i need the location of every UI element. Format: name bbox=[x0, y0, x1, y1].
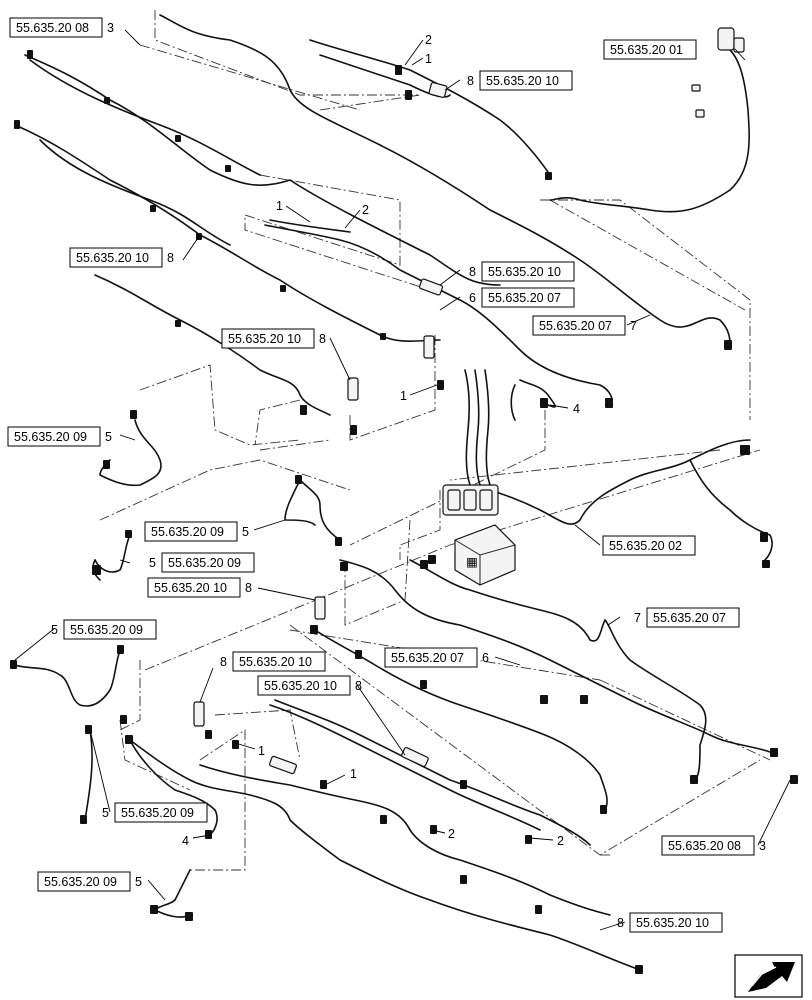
ref-code: 55.635.20 10 bbox=[154, 581, 227, 595]
ref-code: 55.635.20 09 bbox=[70, 623, 143, 637]
item-number: 5 bbox=[51, 623, 58, 637]
ref-label: 55.635.20 07 7 bbox=[532, 315, 637, 336]
ref-code: 55.635.20 09 bbox=[14, 430, 87, 444]
item-number: 6 bbox=[482, 651, 489, 665]
ref-label: 55.635.20 10 8 bbox=[220, 651, 326, 672]
item-number: 5 bbox=[105, 430, 112, 444]
ref-code: 55.635.20 09 bbox=[168, 556, 241, 570]
harness-wires bbox=[14, 14, 773, 971]
ref-label: 55.635.20 09 5 bbox=[144, 521, 249, 542]
item-number: 8 bbox=[245, 581, 252, 595]
item-number: 7 bbox=[634, 611, 641, 625]
callout-number: 2 bbox=[425, 33, 432, 47]
item-number: 8 bbox=[469, 265, 476, 279]
ref-code: 55.635.20 08 bbox=[668, 839, 741, 853]
ref-code: 55.635.20 10 bbox=[239, 655, 312, 669]
callout-number: 2 bbox=[557, 834, 564, 848]
ref-code: 55.635.20 09 bbox=[151, 525, 224, 539]
ref-label: 55.635.20 10 8 bbox=[221, 328, 326, 349]
item-number: 8 bbox=[617, 916, 624, 930]
item-number: 5 bbox=[242, 525, 249, 539]
ref-label: 55.635.20 09 5 bbox=[37, 871, 142, 892]
ref-code: 55.635.20 10 bbox=[76, 251, 149, 265]
ref-code: 55.635.20 07 bbox=[539, 319, 612, 333]
ref-label: 55.635.20 08 3 bbox=[9, 17, 114, 38]
item-number: 8 bbox=[319, 332, 326, 346]
ref-code: 55.635.20 07 bbox=[391, 651, 464, 665]
ref-label: 55.635.20 10 8 bbox=[467, 70, 573, 91]
ref-code: 55.635.20 10 bbox=[264, 679, 337, 693]
item-number: 5 bbox=[135, 875, 142, 889]
direction-arrow-icon bbox=[748, 962, 795, 992]
item-number: 3 bbox=[759, 839, 766, 853]
assembly-outline-lines bbox=[99, 10, 771, 871]
item-number: 8 bbox=[467, 74, 474, 88]
ref-code: 55.635.20 01 bbox=[610, 43, 683, 57]
callout-number: 2 bbox=[448, 827, 455, 841]
ref-code: 55.635.20 10 bbox=[228, 332, 301, 346]
ref-label: 55.635.20 02 bbox=[602, 535, 696, 556]
ref-code: 55.635.20 09 bbox=[44, 875, 117, 889]
ref-label: 55.635.20 07 6 bbox=[384, 647, 489, 668]
ref-label: 55.635.20 10 8 bbox=[69, 247, 174, 268]
ref-label: 55.635.20 09 5 bbox=[149, 552, 255, 573]
ref-code: 55.635.20 08 bbox=[16, 21, 89, 35]
ref-code: 55.635.20 09 bbox=[121, 806, 194, 820]
ref-label: 55.635.20 09 5 bbox=[102, 802, 208, 823]
ref-label: 55.635.20 07 7 bbox=[634, 607, 740, 628]
item-number: 6 bbox=[469, 291, 476, 305]
ref-label: 55.635.20 10 8 bbox=[147, 577, 252, 598]
ref-label: 55.635.20 07 6 bbox=[469, 287, 575, 308]
ref-label: 55.635.20 10 8 bbox=[617, 912, 723, 933]
callout-number: 1 bbox=[425, 52, 432, 66]
ref-label: 55.635.20 09 5 bbox=[7, 426, 112, 447]
item-number: 8 bbox=[167, 251, 174, 265]
ref-label: 55.635.20 10 8 bbox=[257, 675, 362, 696]
callout-number: 2 bbox=[362, 203, 369, 217]
callout-number: 4 bbox=[573, 402, 580, 416]
item-number: 8 bbox=[355, 679, 362, 693]
ref-label: 55.635.20 01 bbox=[603, 39, 697, 60]
ref-code: 55.635.20 10 bbox=[636, 916, 709, 930]
controller-label-mark: ▦ bbox=[466, 555, 478, 569]
callout-number: 4 bbox=[182, 834, 189, 848]
item-number: 7 bbox=[630, 319, 637, 333]
ref-code: 55.635.20 07 bbox=[653, 611, 726, 625]
leader-lines bbox=[14, 29, 791, 931]
ref-label: 55.635.20 10 8 bbox=[469, 261, 575, 282]
ref-code: 55.635.20 02 bbox=[609, 539, 682, 553]
callout-number: 1 bbox=[276, 199, 283, 213]
item-number: 5 bbox=[102, 806, 109, 820]
ref-code: 55.635.20 10 bbox=[486, 74, 559, 88]
devices: ▦ bbox=[193, 27, 803, 998]
item-number: 3 bbox=[107, 21, 114, 35]
callout-number: 1 bbox=[258, 744, 265, 758]
ref-code: 55.635.20 07 bbox=[488, 291, 561, 305]
ref-label: 55.635.20 09 5 bbox=[51, 619, 157, 640]
item-number: 5 bbox=[149, 556, 156, 570]
item-number: 8 bbox=[220, 655, 227, 669]
ref-label: 55.635.20 08 3 bbox=[661, 835, 766, 856]
callout-number: 1 bbox=[350, 767, 357, 781]
ref-code: 55.635.20 10 bbox=[488, 265, 561, 279]
callout-number: 1 bbox=[400, 389, 407, 403]
